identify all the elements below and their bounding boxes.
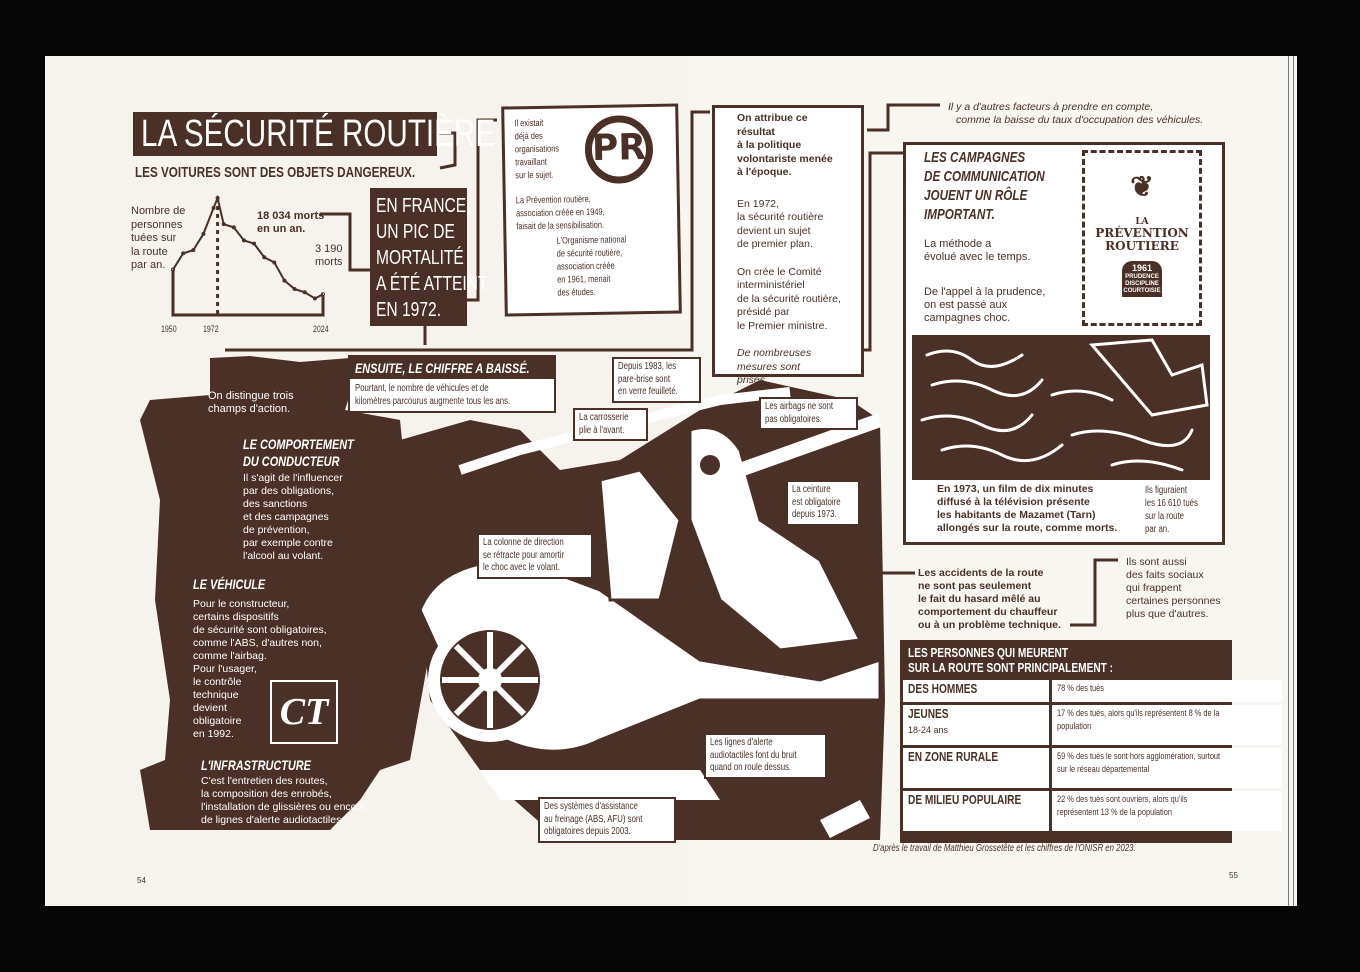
- data-point: [171, 267, 175, 272]
- row-value: 78 % des tués: [1052, 680, 1282, 702]
- vehicle-body: Pour le constructeur,certains dispositif…: [193, 598, 327, 740]
- data-point: [191, 248, 196, 253]
- data-point: [262, 255, 267, 260]
- controle-technique-logo: CT: [270, 680, 338, 744]
- shock-note: De l'appel à la prudence,on est passé au…: [924, 286, 1046, 324]
- row-value: 22 % des tués sont ouvriers, alors qu'il…: [1052, 791, 1282, 831]
- infra-title: L'INFRASTRUCTURE: [201, 757, 311, 773]
- infra-body: C'est l'entretien des routes,la composit…: [201, 775, 366, 826]
- row-value: 17 % des tués, alors qu'ils représentent…: [1052, 705, 1282, 745]
- series-line: [172, 194, 324, 300]
- data-point: [252, 241, 257, 246]
- data-point: [302, 290, 307, 295]
- data-point: [241, 238, 246, 243]
- mazamet-film-illustration: [912, 335, 1210, 480]
- page-number-left: 54: [137, 876, 146, 885]
- page-number-right: 55: [1229, 871, 1238, 880]
- vehicle-title: LE VÉHICULE: [193, 576, 266, 592]
- data-point: [292, 287, 297, 292]
- row-label: DE MILIEU POPULAIRE: [903, 791, 1049, 831]
- data-point: [221, 222, 226, 227]
- page-edge: [1288, 56, 1294, 906]
- data-point: [312, 296, 317, 301]
- subtitle: LES VOITURES SONT DES OBJETS DANGEREUX.: [135, 164, 416, 181]
- winged-emblem-icon: ❦: [1130, 170, 1154, 203]
- data-point: [282, 278, 287, 283]
- data-point: [231, 225, 236, 230]
- left-brown-block: [140, 356, 430, 830]
- data-point: [321, 292, 325, 297]
- ensuite-box: ENSUITE, LE CHIFFRE A BAISSÉ. Pourtant, …: [348, 355, 556, 413]
- data-point: [215, 196, 220, 200]
- row-value: 59 % des tués le sont hors agglomération…: [1052, 748, 1282, 788]
- page-title: LA SÉCURITÉ ROUTIÈRE: [133, 112, 495, 156]
- data-point: [201, 231, 206, 236]
- data-point: [211, 205, 216, 210]
- mortality-chart: [171, 194, 325, 317]
- data-point: [272, 260, 277, 265]
- chart-axis: [171, 270, 325, 317]
- x-tick-2024: 2024: [313, 324, 329, 334]
- x-tick-1950: 1950: [161, 324, 177, 334]
- source-note: D'après le travail de Matthieu Grossetêt…: [873, 843, 1136, 854]
- other-factors-note: Il y a d'autres facteurs à prendre en co…: [948, 101, 1204, 126]
- row-label: DES HOMMES: [903, 680, 1049, 702]
- x-tick-1972: 1972: [203, 324, 219, 334]
- row-label: EN ZONE RURALE: [903, 748, 1049, 788]
- data-point: [181, 251, 186, 256]
